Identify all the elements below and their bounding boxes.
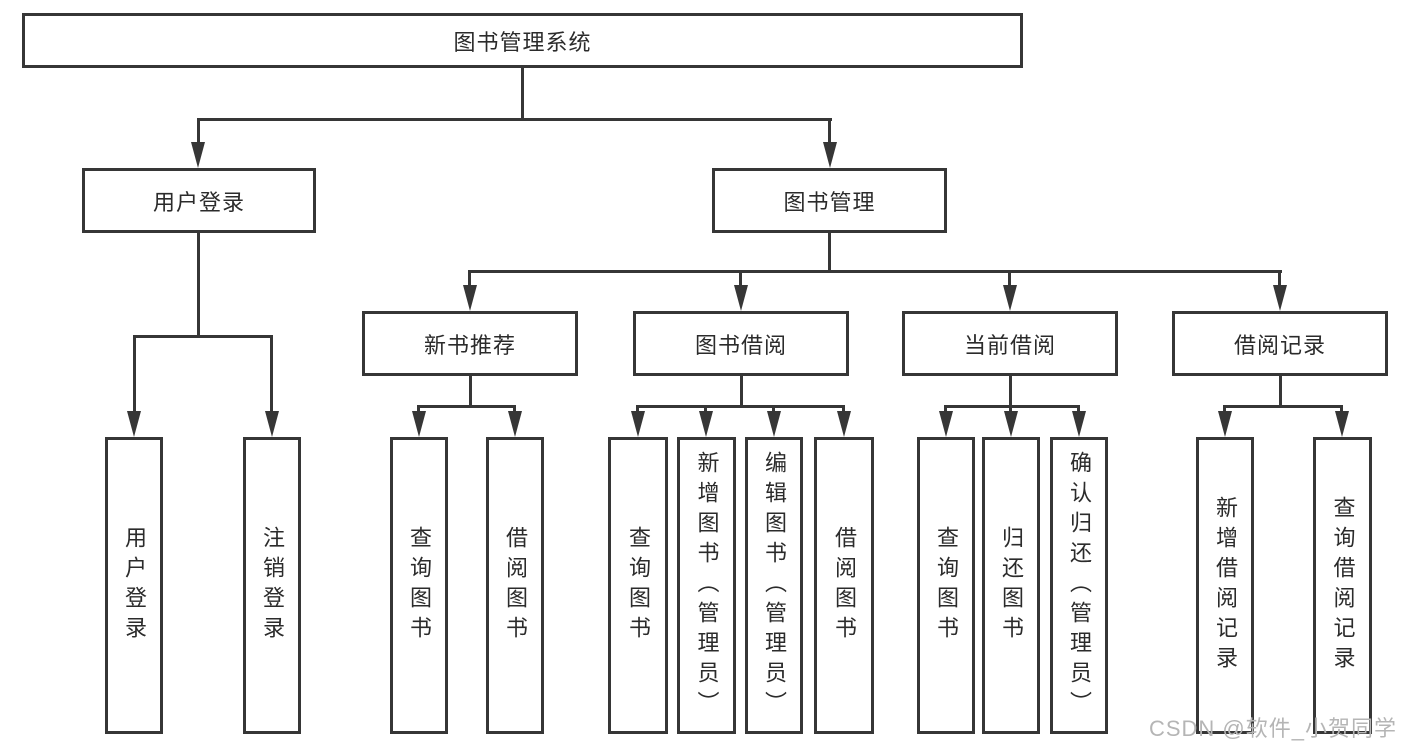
leaf-query-books-recommend: 查询图书	[390, 437, 448, 734]
leaf-user-login: 用户登录	[105, 437, 163, 734]
connector-stem-root	[521, 68, 524, 118]
arrowhead-down-icon	[265, 411, 279, 437]
connector-rail-book-borrow	[636, 405, 845, 408]
arrowhead-down-icon	[127, 411, 141, 437]
leaf-label: 编辑图书（管理员）	[762, 450, 787, 721]
arrowhead-down-icon	[508, 411, 522, 437]
connector-drop	[197, 118, 200, 144]
leaf-label: 借阅图书	[503, 525, 528, 646]
connector-drop	[1223, 405, 1226, 415]
connector-rail-new-book	[417, 405, 516, 408]
connector-drop	[704, 405, 707, 415]
connector-rail-borrow-records	[1223, 405, 1343, 408]
connector-drop	[270, 335, 273, 413]
connector-drop	[1077, 405, 1080, 415]
leaf-add-books-admin: 新增图书（管理员）	[677, 437, 736, 734]
leaf-label: 注销登录	[260, 525, 285, 646]
leaf-confirm-return-admin: 确认归还（管理员）	[1050, 437, 1108, 734]
arrowhead-down-icon	[837, 411, 851, 437]
watermark: CSDN @软件_小贺同学	[1148, 716, 1397, 741]
leaf-borrow-books: 借阅图书	[814, 437, 874, 734]
node-user-login: 用户登录	[82, 168, 316, 233]
node-book-management: 图书管理	[712, 168, 947, 233]
arrowhead-down-icon	[1218, 411, 1232, 437]
arrowhead-down-icon	[939, 411, 953, 437]
connector-drop	[513, 405, 516, 415]
connector-rail-level2	[197, 118, 832, 121]
connector-drop	[1340, 405, 1343, 415]
leaf-logout: 注销登录	[243, 437, 301, 734]
connector-stem-user-login	[197, 233, 200, 335]
arrowhead-down-icon	[1273, 285, 1287, 311]
arrowhead-down-icon	[767, 411, 781, 437]
leaf-label: 用户登录	[122, 525, 147, 646]
arrowhead-down-icon	[699, 411, 713, 437]
arrowhead-down-icon	[1335, 411, 1349, 437]
leaf-query-borrow-record: 查询借阅记录	[1313, 437, 1372, 734]
leaf-add-borrow-record: 新增借阅记录	[1196, 437, 1254, 734]
arrowhead-down-icon	[412, 411, 426, 437]
connector-rail-level3	[468, 270, 1282, 273]
connector-stem-book-management	[828, 233, 831, 273]
connector-drop	[1009, 405, 1012, 415]
connector-drop	[417, 405, 420, 415]
node-root-library-system: 图书管理系统	[22, 13, 1023, 68]
connector-drop	[828, 118, 831, 144]
connector-stem-book-borrow	[740, 376, 743, 405]
leaf-label: 查询图书	[407, 525, 432, 646]
leaf-label: 查询借阅记录	[1330, 495, 1356, 676]
connector-drop	[1278, 270, 1281, 287]
node-current-borrow: 当前借阅	[902, 311, 1118, 376]
leaf-query-books-current: 查询图书	[917, 437, 975, 734]
arrowhead-down-icon	[191, 142, 205, 168]
leaf-label: 查询图书	[626, 525, 651, 646]
leaf-label: 归还图书	[999, 525, 1024, 646]
arrowhead-down-icon	[734, 285, 748, 311]
node-book-borrow: 图书借阅	[633, 311, 849, 376]
leaf-label: 查询图书	[934, 525, 959, 646]
connector-drop	[739, 270, 742, 287]
node-new-book-recommend: 新书推荐	[362, 311, 578, 376]
node-borrow-records: 借阅记录	[1172, 311, 1388, 376]
arrowhead-down-icon	[1004, 411, 1018, 437]
connector-stem-borrow-records	[1279, 376, 1282, 405]
leaf-return-books: 归还图书	[982, 437, 1040, 734]
connector-stem-new-book	[469, 376, 472, 405]
arrowhead-down-icon	[463, 285, 477, 311]
arrowhead-down-icon	[823, 142, 837, 168]
connector-drop	[772, 405, 775, 415]
leaf-label: 新增借阅记录	[1213, 495, 1238, 676]
arrowhead-down-icon	[1072, 411, 1086, 437]
leaf-query-books-borrow: 查询图书	[608, 437, 668, 734]
leaf-label: 确认归还（管理员）	[1067, 450, 1092, 721]
arrowhead-down-icon	[631, 411, 645, 437]
leaf-label: 借阅图书	[832, 525, 857, 646]
connector-drop	[944, 405, 947, 415]
leaf-borrow-books-recommend: 借阅图书	[486, 437, 544, 734]
connector-drop	[468, 270, 471, 287]
connector-drop	[133, 335, 136, 413]
arrowhead-down-icon	[1003, 285, 1017, 311]
leaf-edit-books-admin: 编辑图书（管理员）	[745, 437, 803, 734]
connector-drop	[842, 405, 845, 415]
leaf-label: 新增图书（管理员）	[694, 450, 720, 721]
connector-stem-current-borrow	[1009, 376, 1012, 405]
connector-drop	[1008, 270, 1011, 287]
connector-rail-current-borrow	[944, 405, 1080, 408]
connector-rail-user-login	[133, 335, 273, 338]
connector-drop	[636, 405, 639, 415]
